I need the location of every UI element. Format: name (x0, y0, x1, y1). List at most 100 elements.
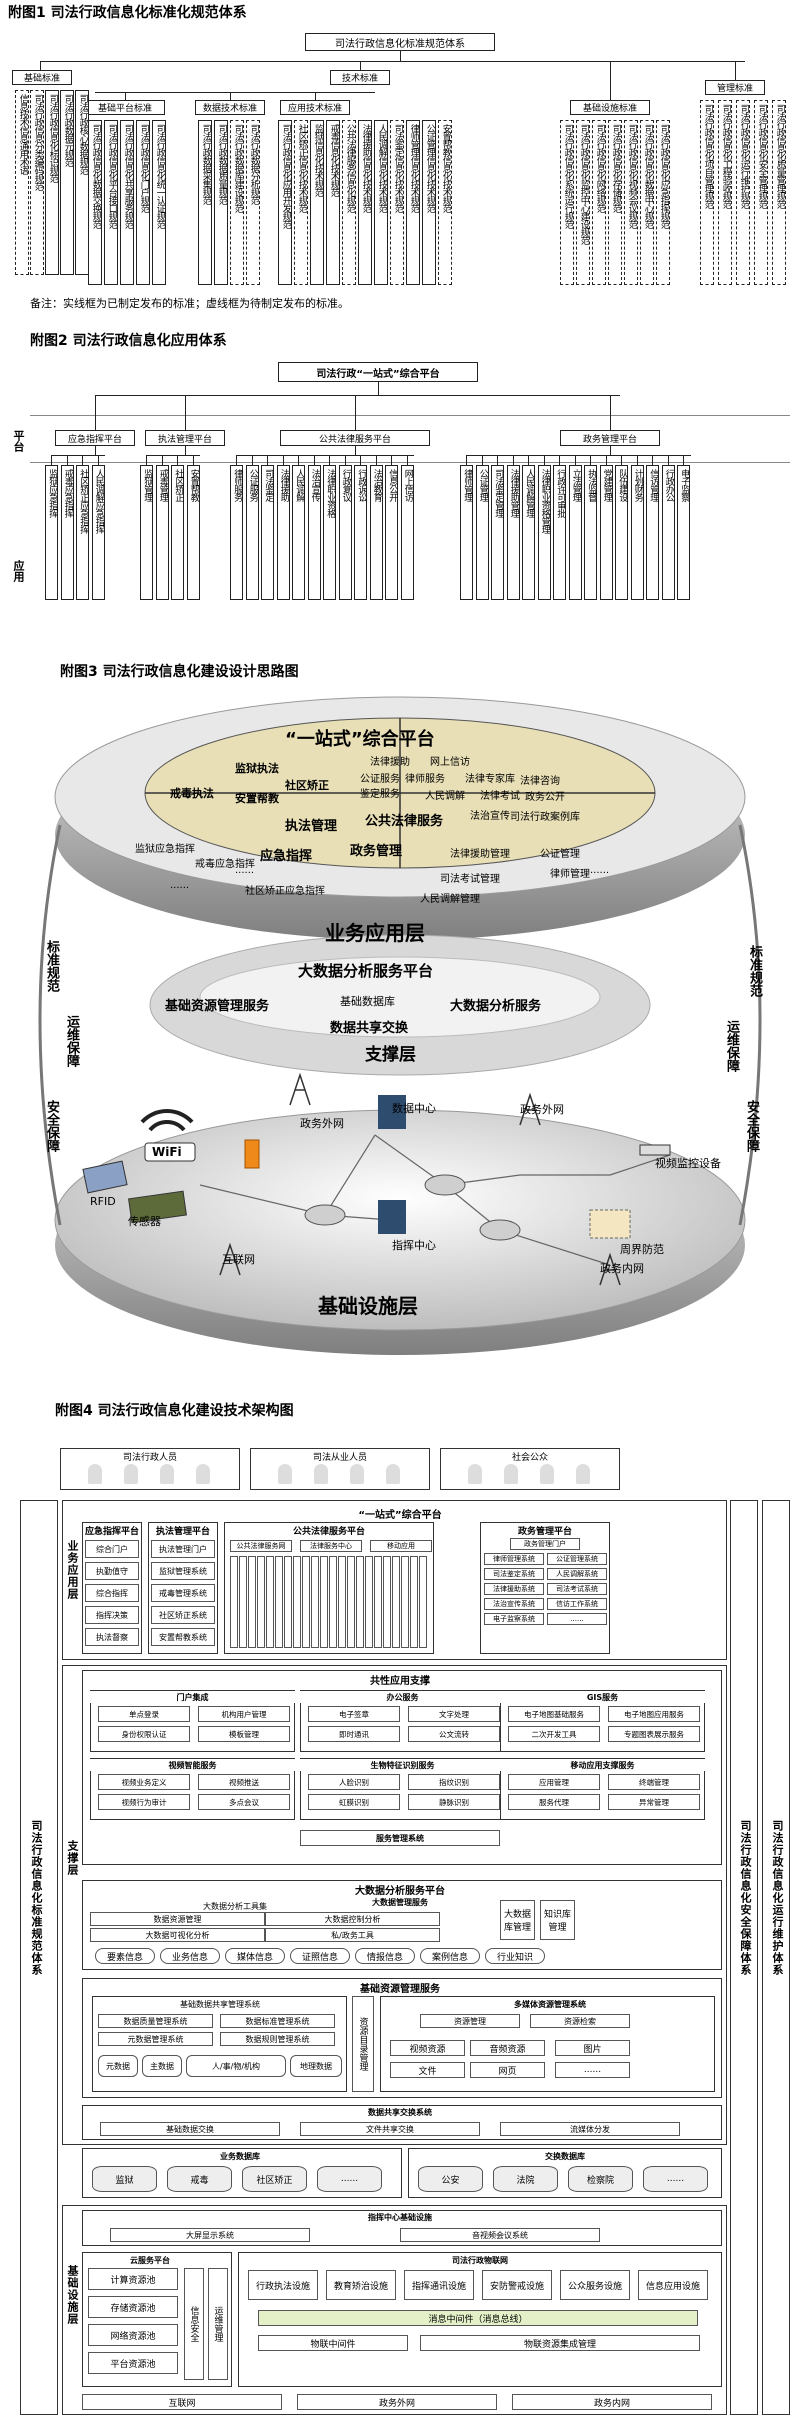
fig1-category-header: 基础设施标准 (570, 100, 650, 115)
fig3-support-item: 基础资源管理服务 (165, 999, 270, 1014)
fig1-standard-item: 司法行政信息化数据交换规范 (88, 120, 102, 285)
fig2-app-label: 立法管理 (570, 469, 581, 501)
fig1-standard-item: 信息技术信息通用术语 (15, 90, 29, 275)
fig1-standard-item: 司法行政信息化存储规范 (608, 120, 622, 285)
fig4-resource-item: 数据规则管理系统 (220, 2032, 335, 2046)
fig1-standard-item: 司法行政信息化项目管理规范 (700, 100, 714, 285)
fig4-biz-item: 法律服务中心 (300, 1540, 362, 1552)
fig2-app-item: 安置帮教 (186, 465, 200, 600)
fig1-standard-item: 司法行政核心数据规范 (75, 90, 89, 275)
fig1-standard-label: 司法行政数据库建设规范 (232, 124, 243, 212)
fig1-category-header: 基础标准 (12, 70, 72, 85)
fig2-top-platform: 司法行政“一站式”综合平台 (278, 362, 478, 382)
fig4-resource-title: 基础资源管理服务 (300, 1980, 500, 1995)
fig2-app-item: 律师服务 (230, 465, 243, 600)
fig1-standard-label: 司法行政信息化网络规范 (594, 124, 605, 212)
fig1-standard-label: 司法行政数据采集规范 (200, 124, 211, 204)
fig3-pie-label: 应急指挥 (260, 849, 313, 864)
rfid-icon (82, 1160, 128, 1194)
fig4-bigdata-title: 大数据分析服务平台 (300, 1882, 500, 1897)
fig2-app-label: 监狱管理 (142, 469, 153, 501)
fig2-app-item: 监狱管理 (140, 465, 153, 600)
fig2-app-label: 人民调解 (294, 469, 305, 501)
fig4-media-item: 文件 (390, 2062, 465, 2078)
right-side-arc (738, 824, 762, 1226)
fig4-cloud-item: 信息安全 (184, 2268, 204, 2380)
fig3-pie-label: 网上信访 (430, 757, 470, 768)
fig4-network: 互联网 (82, 2394, 282, 2410)
fig4-common-item: 人脸识别 (308, 1774, 400, 1790)
fig2-app-label: 监狱应急指挥 (47, 469, 58, 517)
fig2-app-item: 监狱应急指挥 (45, 465, 58, 600)
fig4-biz-app-box (302, 1556, 310, 1648)
fig3-pie-label: 公共法律服务 (365, 814, 444, 829)
fig4-media-item: 视频资源 (390, 2040, 465, 2056)
fig4-info-item: 证照信息 (290, 1948, 350, 1964)
fig3-infra-label: 政务内网 (600, 1262, 644, 1275)
fig2-app-label: 司法鉴定管理 (493, 469, 504, 517)
fig3-pie-label: 人民调解管理 (420, 894, 480, 905)
fig1-standard-item: 戒毒信息化技术规范 (326, 120, 340, 285)
fig1-standard-label: 司法行政信息化共享服务规范 (122, 124, 133, 228)
fig4-common-item: 机构用户管理 (198, 1706, 290, 1722)
fig4-biz-app-box (239, 1556, 247, 1648)
fig3-infra-label: 视频监控设备 (655, 1157, 721, 1170)
fig4-biz-item: 社区矫正系统 (151, 1606, 215, 1624)
fig2-app-item: 公证服务 (245, 465, 259, 600)
fig2-app-item: 行政诉讼 (354, 465, 367, 600)
fig4-common-title: 共性应用支撑 (250, 1672, 550, 1687)
fig4-biz-app-box (347, 1556, 355, 1648)
fig4-common-item: 指纹识别 (408, 1774, 500, 1790)
fig3-pie-label: 监狱执法 (235, 762, 279, 775)
fig4-right-label2: 司法行政信息化运行维护体系 (771, 1820, 784, 1976)
fig2-app-item: 法律援助管理 (506, 465, 520, 600)
fig4-common-item: 模板管理 (198, 1726, 290, 1742)
fig2-platform: 应急指挥平台 (55, 430, 135, 446)
fig4-biz-item: 信访工作系统 (547, 1598, 607, 1610)
fig4-resource-item: 元数据 (98, 2055, 138, 2077)
fig2-app-label: 社区矫正应急指挥 (78, 469, 89, 533)
fig2-app-label: 计划财务 (632, 469, 643, 501)
fig2-platform: 公共法律服务平台 (280, 430, 430, 446)
fig4-media-item: ...... (555, 2062, 630, 2078)
fig4-biz-app-box (293, 1556, 301, 1648)
fig1-standard-item: 司法行政数据质量规范 (214, 120, 228, 285)
fig1-standard-label: 司法行政信息化质量管理规范 (774, 104, 785, 208)
fig3-pie-label: 人民调解 (425, 791, 465, 802)
fig3-side-left: 标准规范 (44, 940, 59, 992)
fig4-iot-ctrl: 物联资源集成管理 (420, 2335, 700, 2351)
fig2-app-label: 戒毒管理 (157, 469, 168, 501)
fig1-standard-item: 司法行政数据采集规范 (198, 120, 212, 285)
fig4-exchange-item: 文件共享交换 (300, 2122, 480, 2136)
fig1-category-header: 技术标准 (330, 70, 390, 85)
fig1-standard-item: 安置帮教信息化技术规范 (438, 120, 452, 285)
fig4-biz-item: ...... (547, 1613, 607, 1625)
fig2-app-item: 电子监察 (677, 465, 690, 600)
fig4-exchange-title: 数据共享交换系统 (300, 2106, 500, 2118)
fig2-app-item: 信访管理 (646, 465, 659, 600)
fig1-standard-label: 司法行政数据质量规范 (216, 124, 227, 204)
router-icon (424, 1174, 466, 1196)
fig3-pie-label: 司法考试管理 (440, 874, 500, 885)
person-icon (196, 1464, 210, 1484)
fig4-common-item: 即时通讯 (308, 1726, 400, 1742)
person-icon (540, 1464, 554, 1484)
fig4-resource-item: 主数据 (142, 2055, 182, 2077)
fig1-standard-item: 司法行政数据分析规范 (246, 120, 260, 285)
fig4-biz-item: 移动应用 (370, 1540, 432, 1552)
fig4-iot-item: 行政执法设施 (248, 2270, 318, 2300)
fig4-platform-title: “一站式”综合平台 (280, 1506, 520, 1521)
fig2-app-item: 队伍建设 (615, 465, 628, 600)
fig1-standard-label: 司法行政信息化统一认证规范 (154, 124, 165, 228)
fig4-bigdata-mgmt: 大数据管理服务 (300, 1896, 500, 1908)
fig4-common-item: 虹膜识别 (308, 1794, 400, 1810)
fig3-support-item: 大数据分析服务 (450, 999, 542, 1014)
fig3-pie-label: 司法行政案例库 (510, 812, 580, 823)
fig3-infra-label: RFID (90, 1195, 116, 1208)
fig3-pie-label: 公证服务 (360, 774, 400, 785)
fig4-info-item: 业务信息 (160, 1948, 220, 1964)
fig2-app-item: 网上信访 (400, 465, 414, 600)
fig2-app-item: 戒毒管理 (155, 465, 169, 600)
fig1-standard-item: 司法行政数据库建设规范 (230, 120, 244, 285)
fig1-tech-group-header: 基础平台标准 (85, 100, 165, 115)
